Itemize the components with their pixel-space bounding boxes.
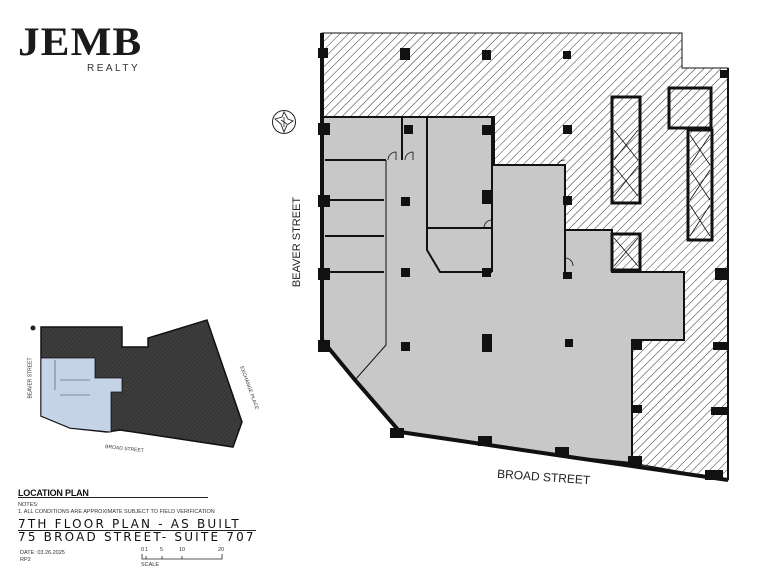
- plan-date: DATE: 03.26.2025: [20, 550, 65, 556]
- exterior-walls: [320, 33, 729, 482]
- location-plan-title: LOCATION PLAN: [18, 488, 89, 498]
- plan-subtitle: 75 BROAD STREET- SUITE 707: [18, 530, 256, 544]
- plan-title-rule: [18, 530, 256, 531]
- notes-label: NOTES:: [18, 502, 39, 508]
- location-plan-map: [30, 319, 243, 448]
- sheet-number: RP2: [20, 557, 31, 563]
- north-arrow-icon: [272, 110, 296, 134]
- structural-columns: [318, 48, 728, 480]
- plan-title: 7TH FLOOR PLAN - AS BUILT: [18, 517, 241, 531]
- scale-tick-20: 20: [218, 547, 225, 553]
- loc-street-beaver: BEAVER STREET: [27, 357, 34, 399]
- location-plan-compass-icon: [30, 325, 36, 331]
- title-rule: [18, 497, 208, 498]
- logo-subtitle: REALTY: [87, 63, 141, 74]
- note-1: 1. ALL CONDITIONS ARE APPROXIMATE SUBJEC…: [18, 509, 215, 515]
- scale-tick-0: 0: [141, 547, 145, 553]
- scale-tick-5: 5: [160, 547, 164, 553]
- logo-wordmark: JEMB: [18, 19, 143, 64]
- scale-label: SCALE: [141, 562, 160, 568]
- scale-bar: [141, 554, 223, 560]
- scale-tick-1: 1: [145, 547, 149, 553]
- scale-tick-10: 10: [179, 547, 186, 553]
- building-core: [610, 86, 714, 272]
- door-swings: [387, 151, 574, 267]
